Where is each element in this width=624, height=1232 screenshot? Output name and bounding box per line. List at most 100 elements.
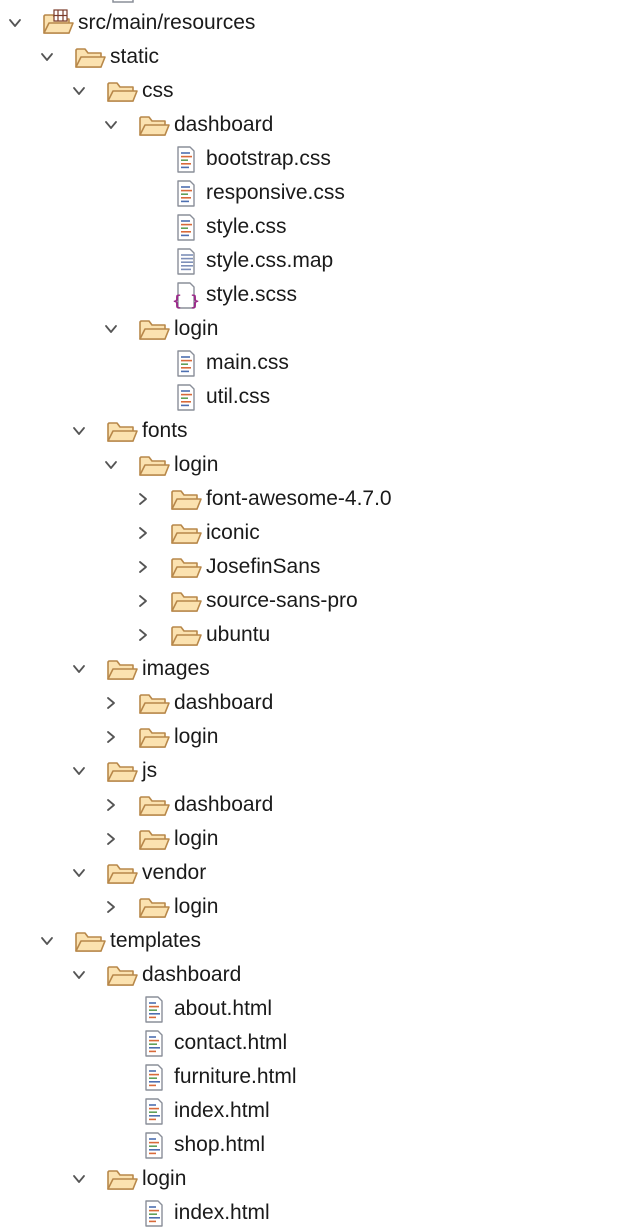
- tree-row-util-css[interactable]: util.css: [0, 380, 624, 414]
- tree-row-vendor-login[interactable]: login: [0, 890, 624, 924]
- tree-row-css[interactable]: css: [0, 74, 624, 108]
- css-file-icon: [177, 146, 195, 173]
- chevron-right-icon[interactable]: [136, 594, 150, 608]
- chevron-right-icon[interactable]: [104, 730, 118, 744]
- folder-icon: [107, 422, 138, 442]
- tree-item-label: shop.html: [174, 1133, 266, 1156]
- chevron-down-icon[interactable]: [72, 866, 86, 880]
- tree-item-label: login: [142, 1167, 187, 1190]
- chevron-down-icon[interactable]: [72, 1172, 86, 1186]
- tree-item-label: images: [142, 657, 210, 680]
- chevron-right-icon[interactable]: [104, 696, 118, 710]
- tree-row-source-sans-pro[interactable]: source-sans-pro: [0, 584, 624, 618]
- tree-item-label: css: [142, 79, 174, 102]
- tree-row-bootstrap-css[interactable]: bootstrap.css: [0, 142, 624, 176]
- tree-row-vendor[interactable]: vendor: [0, 856, 624, 890]
- tree-row-login-index-html[interactable]: index.html: [0, 1196, 624, 1230]
- package-folder-icon: [43, 9, 74, 34]
- scss-file-icon: { }: [172, 282, 200, 309]
- css-file-icon: [177, 350, 195, 377]
- tree-row-shop-html[interactable]: shop.html: [0, 1128, 624, 1162]
- tree-item-label: js: [142, 759, 158, 782]
- tree-row-templates-login[interactable]: login: [0, 1162, 624, 1196]
- html-file-icon: [145, 996, 163, 1023]
- tree-item-label: src/main/resources: [78, 11, 256, 34]
- folder-icon: [107, 966, 138, 986]
- tree-item-label: dashboard: [174, 113, 274, 136]
- folder-icon: [107, 82, 138, 102]
- tree-row-josefinsans[interactable]: JosefinSans: [0, 550, 624, 584]
- tree-row-contact-html[interactable]: contact.html: [0, 1026, 624, 1060]
- tree-item-label: util.css: [206, 385, 271, 408]
- tree-row-style-scss[interactable]: { } style.scss: [0, 278, 624, 312]
- tree-row-js-dashboard[interactable]: dashboard: [0, 788, 624, 822]
- tree-row-css-dashboard[interactable]: dashboard: [0, 108, 624, 142]
- tree-row-templates[interactable]: templates: [0, 924, 624, 958]
- folder-icon: [75, 48, 106, 68]
- tree-row-css-login[interactable]: login: [0, 312, 624, 346]
- folder-icon: [171, 524, 202, 544]
- chevron-right-icon[interactable]: [136, 628, 150, 642]
- chevron-down-icon[interactable]: [104, 118, 118, 132]
- folder-icon: [171, 490, 202, 510]
- css-file-icon: [177, 180, 195, 207]
- folder-icon: [107, 660, 138, 680]
- tree-item-label: dashboard: [174, 691, 274, 714]
- folder-icon: [139, 116, 170, 136]
- tree-row-style-css[interactable]: style.css: [0, 210, 624, 244]
- chevron-right-icon[interactable]: [136, 526, 150, 540]
- html-file-icon: [145, 1200, 163, 1227]
- tree-row-fonts[interactable]: fonts: [0, 414, 624, 448]
- folder-icon: [75, 932, 106, 952]
- tree-row-about-html[interactable]: about.html: [0, 992, 624, 1026]
- folder-icon: [139, 898, 170, 918]
- html-file-icon: [145, 1098, 163, 1125]
- tree-item-label: ubuntu: [206, 623, 271, 646]
- tree-row-images-login[interactable]: login: [0, 720, 624, 754]
- tree-item-label: iconic: [206, 521, 260, 544]
- tree-row-js-login[interactable]: login: [0, 822, 624, 856]
- tree-row-font-awesome[interactable]: font-awesome-4.7.0: [0, 482, 624, 516]
- chevron-down-icon[interactable]: [72, 764, 86, 778]
- tree-row-iconic[interactable]: iconic: [0, 516, 624, 550]
- tree-row-js[interactable]: js: [0, 754, 624, 788]
- chevron-right-icon[interactable]: [136, 492, 150, 506]
- chevron-down-icon[interactable]: [72, 968, 86, 982]
- chevron-down-icon[interactable]: [40, 50, 54, 64]
- chevron-right-icon[interactable]: [104, 832, 118, 846]
- tree-row-dashboard-index-html[interactable]: index.html: [0, 1094, 624, 1128]
- folder-icon: [139, 830, 170, 850]
- chevron-down-icon[interactable]: [8, 16, 22, 30]
- chevron-right-icon[interactable]: [104, 798, 118, 812]
- chevron-down-icon[interactable]: [104, 322, 118, 336]
- tree-row-static[interactable]: static: [0, 40, 624, 74]
- tree-row-templates-dashboard[interactable]: dashboard: [0, 958, 624, 992]
- chevron-right-icon[interactable]: [136, 560, 150, 574]
- chevron-down-icon[interactable]: [104, 458, 118, 472]
- tree-row-main-css[interactable]: main.css: [0, 346, 624, 380]
- chevron-down-icon[interactable]: [40, 934, 54, 948]
- tree-row-ubuntu[interactable]: ubuntu: [0, 618, 624, 652]
- tree-item-label: dashboard: [174, 793, 274, 816]
- tree-row-style-css-map[interactable]: style.css.map: [0, 244, 624, 278]
- folder-icon: [107, 864, 138, 884]
- chevron-down-icon[interactable]: [72, 662, 86, 676]
- tree-item-label: login: [174, 317, 219, 340]
- tree-row-images[interactable]: images: [0, 652, 624, 686]
- tree-item-label: furniture.html: [174, 1065, 297, 1088]
- tree-row-images-dashboard[interactable]: dashboard: [0, 686, 624, 720]
- chevron-down-icon[interactable]: [72, 424, 86, 438]
- tree-item-label: fonts: [142, 419, 188, 442]
- tree-row-furniture-html[interactable]: furniture.html: [0, 1060, 624, 1094]
- folder-icon: [139, 728, 170, 748]
- tree-item-label: style.scss: [206, 283, 298, 306]
- chevron-right-icon[interactable]: [104, 900, 118, 914]
- tree-item-label: vendor: [142, 861, 207, 884]
- svg-text:{ }: { }: [172, 292, 199, 309]
- tree-row-src-main-resources[interactable]: src/main/resources: [0, 6, 624, 40]
- tree-row-fonts-login[interactable]: login: [0, 448, 624, 482]
- tree-row-responsive-css[interactable]: responsive.css: [0, 176, 624, 210]
- chevron-down-icon[interactable]: [72, 84, 86, 98]
- text-file-icon: [177, 248, 195, 275]
